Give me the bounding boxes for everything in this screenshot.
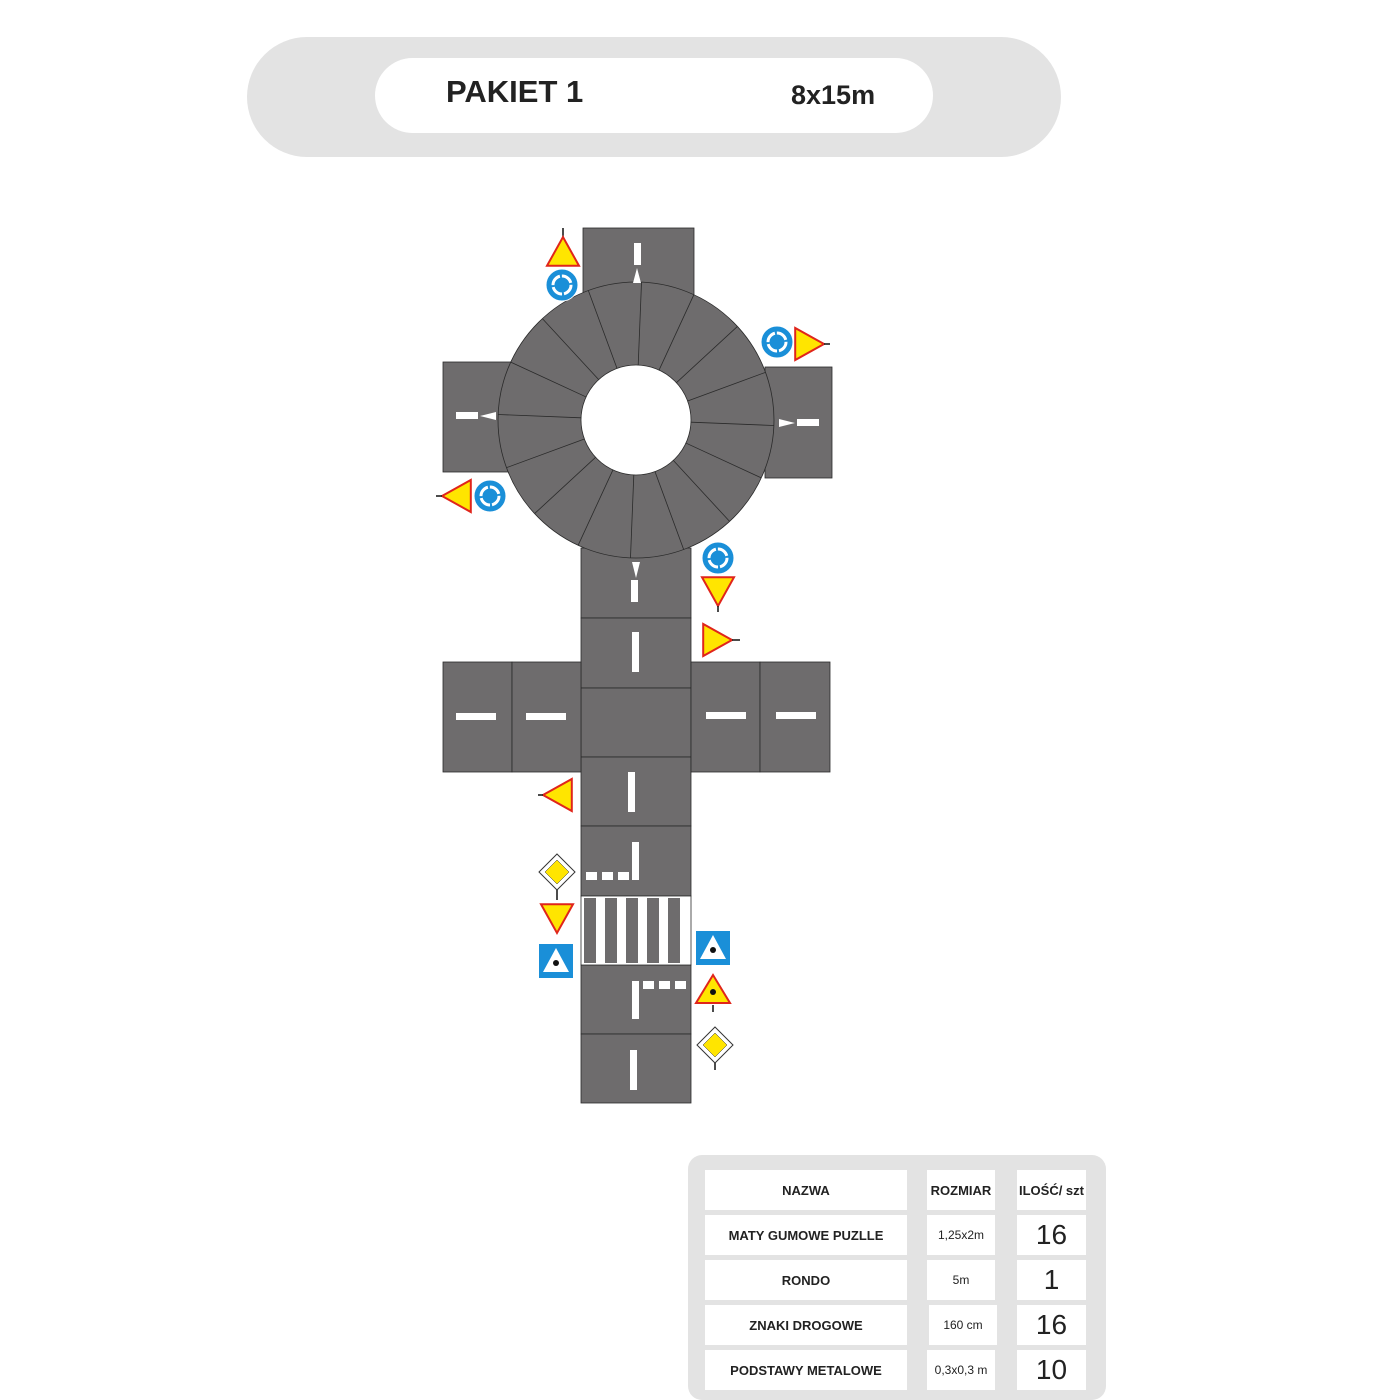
priority-road-center: [702, 1032, 728, 1058]
arrow-marking: [480, 412, 496, 420]
roundabout-arrows: [551, 274, 573, 296]
stop-line-dash: [659, 981, 670, 989]
crosswalk-stripe: [626, 898, 638, 963]
stop-line-bar: [632, 981, 639, 1019]
roundabout-segment-line: [687, 371, 766, 402]
row-size: 1,25x2m: [927, 1215, 995, 1255]
row-name: MATY GUMOWE PUZLLE: [705, 1215, 907, 1255]
roundabout-segment-line: [630, 474, 635, 558]
row-name: ZNAKI DROGOWE: [705, 1305, 907, 1345]
row-size: 5m: [927, 1260, 995, 1300]
roundabout-segment-line: [510, 361, 587, 398]
roundabout-segment-line: [690, 421, 774, 426]
roundabout-segment-line: [658, 294, 695, 371]
roundabout-segment-line: [673, 460, 730, 522]
lane-marking: [628, 772, 635, 812]
yield-sign-icon: [794, 326, 827, 362]
pedestrian-crossing-sign-icon-figure: [710, 947, 716, 953]
package-title: PAKIET 1: [446, 74, 584, 109]
row-qty: 10: [1017, 1350, 1086, 1390]
roundabout-sign-center: [714, 554, 722, 562]
lane-marking: [632, 632, 639, 672]
roundabout-segment-line: [534, 457, 596, 514]
header-size: ROZMIAR: [927, 1170, 995, 1210]
crosswalk-stripe: [647, 898, 659, 963]
lane-marking: [634, 243, 641, 265]
yield-sign-icon: [545, 234, 581, 267]
materials-table: NAZWA ROZMIAR ILOŚĆ/ szt MATY GUMOWE PUZ…: [688, 1155, 1106, 1400]
lane-marking: [456, 412, 478, 419]
roundabout-sign-center: [773, 338, 781, 346]
arrow-marking: [633, 268, 641, 283]
row-qty: 16: [1017, 1305, 1086, 1345]
roundabout-segment-line: [654, 471, 685, 550]
roundabout-segment-line: [587, 290, 618, 369]
roundabout-arrows: [766, 331, 788, 353]
row-size: 0,3x0,3 m: [927, 1350, 995, 1390]
stop-line-dash: [643, 981, 654, 989]
stop-line-dash: [602, 872, 613, 880]
lane-marking: [631, 580, 638, 602]
roundabout-segment-line: [498, 414, 582, 419]
road-layout-diagram: [436, 227, 833, 1104]
stop-line-dash: [675, 981, 686, 989]
crosswalk-stripe: [605, 898, 617, 963]
row-qty: 1: [1017, 1260, 1086, 1300]
priority-road-center: [544, 859, 570, 885]
road-mat-tile: [580, 756, 692, 827]
header-pill: [375, 58, 933, 133]
yield-sign-icon: [540, 777, 573, 813]
package-size: 8x15m: [791, 80, 876, 110]
cycle-crossing-sign-icon-figure: [553, 960, 559, 966]
roundabout-sign-center: [486, 492, 494, 500]
roundabout-island: [580, 364, 692, 476]
stop-line-dash: [586, 872, 597, 880]
roundabout-arrows: [707, 547, 729, 569]
lane-marking: [630, 1050, 637, 1090]
roundabout-segment-line: [506, 438, 585, 469]
roundabout-segment-line: [685, 442, 762, 479]
row-name: RONDO: [705, 1260, 907, 1300]
roundabout-arrows: [479, 485, 501, 507]
road-mat-tile: [580, 687, 692, 758]
roundabout-segment-line: [577, 469, 614, 546]
roundabout-segment-line: [542, 318, 599, 380]
header-qty: ILOŚĆ/ szt: [1017, 1170, 1086, 1210]
road-mat-tile: [764, 366, 833, 479]
arrow-marking: [632, 562, 640, 578]
header-name: NAZWA: [705, 1170, 907, 1210]
roundabout-segment-line: [676, 326, 738, 383]
arrow-marking: [779, 419, 795, 427]
lane-marking: [526, 713, 566, 720]
yield-sign-icon: [702, 622, 735, 658]
lane-marking: [776, 712, 816, 719]
roundabout-sign-center: [558, 281, 566, 289]
row-qty: 16: [1017, 1215, 1086, 1255]
stop-line-dash: [618, 872, 629, 880]
crosswalk-stripe: [584, 898, 596, 963]
lane-marking: [797, 419, 819, 426]
stop-line-bar: [632, 842, 639, 880]
yield-sign-icon: [439, 478, 472, 514]
lane-marking: [456, 713, 496, 720]
yield-sign-icon: [700, 576, 736, 609]
row-size: 160 cm: [929, 1305, 997, 1345]
pedestrian-figure: [710, 989, 716, 995]
row-name: PODSTAWY METALOWE: [705, 1350, 907, 1390]
roundabout-segment-line: [637, 282, 642, 366]
lane-marking: [706, 712, 746, 719]
yield-sign-icon: [539, 903, 575, 936]
crosswalk-stripe: [668, 898, 680, 963]
